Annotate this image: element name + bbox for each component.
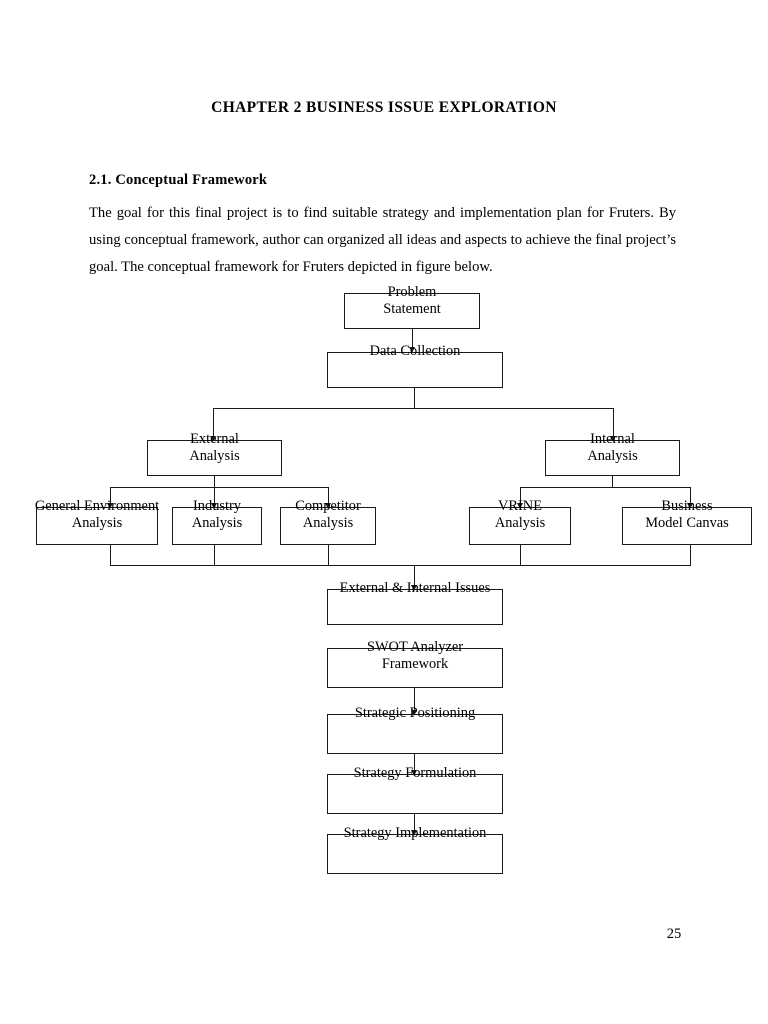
edge-formulation-to-implementation: [414, 814, 415, 834]
edge-problem-to-data: [412, 329, 413, 351]
node-vrine-line1: VRINE: [498, 498, 542, 514]
merge-bus: [110, 565, 691, 566]
edge-merge-to-issues: [414, 565, 415, 589]
arrowhead-strategic-positioning: [410, 710, 417, 716]
arrowhead-business-model-canvas: [686, 503, 693, 509]
node-business-model-canvas-line2: Model Canvas: [645, 515, 729, 531]
edge-positioning-to-formulation: [414, 754, 415, 774]
node-competitor-line2: Analysis: [302, 515, 354, 531]
arrowhead-industry: [210, 503, 217, 509]
arrowhead-general-environment: [106, 503, 113, 509]
arrowhead-data-collection: [408, 347, 415, 353]
node-competitor-line1: Competitor: [295, 498, 361, 514]
node-industry-line1: Industry: [193, 498, 241, 514]
node-vrine-line2: Analysis: [494, 515, 546, 531]
edge-to-vrine: [520, 487, 521, 507]
node-strategic-positioning-label: Strategic Positioning: [354, 705, 476, 721]
arrowhead-external-analysis: [209, 436, 216, 442]
node-internal-analysis-line2: Analysis: [587, 448, 638, 464]
body-paragraph: The goal for this final project is to fi…: [89, 205, 676, 275]
edge-swot-to-strategic-positioning: [414, 688, 415, 714]
section-heading: 2.1. Conceptual Framework: [89, 172, 268, 188]
node-external-analysis-line1: External: [190, 431, 239, 447]
edge-general-environment-to-merge: [110, 545, 111, 565]
edge-business-model-canvas-to-merge: [690, 545, 691, 565]
edge-external-to-subbus: [214, 476, 215, 487]
node-strategy-implementation-label: Strategy Implementation: [343, 825, 487, 841]
edge-split-to-internal: [613, 408, 614, 440]
edge-internal-to-subbus: [612, 476, 613, 487]
edge-to-competitor: [328, 487, 329, 507]
edge-split-to-external: [213, 408, 214, 440]
edge-vrine-to-merge: [520, 545, 521, 565]
node-data-collection: Data Collection: [327, 343, 503, 388]
edge-data-to-split: [414, 388, 415, 408]
page-number: 25: [666, 926, 682, 942]
node-general-environment-line1: General Environment: [34, 498, 160, 514]
node-data-collection-label: Data Collection: [369, 343, 461, 359]
node-swot-line2: Framework: [381, 656, 449, 672]
node-external-internal-issues-label: External & Internal Issues: [339, 580, 491, 596]
node-internal-analysis-line1: Internal: [590, 431, 635, 447]
edge-competitor-to-merge: [328, 545, 329, 565]
node-external-internal-issues: External & Internal Issues: [327, 580, 503, 625]
edge-industry-to-merge: [214, 545, 215, 565]
arrowhead-vrine: [516, 503, 523, 509]
edge-to-business-model-canvas: [690, 487, 691, 507]
edge-to-industry: [214, 487, 215, 507]
edge-to-general-environment: [110, 487, 111, 507]
arrowhead-external-internal-issues: [410, 585, 417, 591]
node-external-analysis-line2: Analysis: [189, 448, 240, 464]
arrowhead-strategy-implementation: [410, 830, 417, 836]
node-strategy-formulation-label: Strategy Formulation: [353, 765, 477, 781]
arrowhead-internal-analysis: [609, 436, 616, 442]
split-bus-internal: [520, 487, 691, 488]
chapter-title: CHAPTER 2 BUSINESS ISSUE EXPLORATION: [211, 99, 557, 116]
node-business-model-canvas-line1: Business: [661, 498, 713, 514]
node-general-environment-line2: Analysis: [71, 515, 123, 531]
node-industry-line2: Analysis: [191, 515, 243, 531]
split-bus-external: [110, 487, 329, 488]
node-problem-statement-line1: Problem: [387, 284, 437, 300]
node-strategic-positioning: Strategic Positioning: [327, 705, 503, 754]
node-strategy-implementation: Strategy Implementation: [327, 825, 503, 874]
node-swot-line1: SWOT Analyzer: [366, 639, 464, 655]
split-bus-level1: [213, 408, 614, 409]
arrowhead-strategy-formulation: [410, 770, 417, 776]
arrowhead-competitor: [324, 503, 331, 509]
node-strategy-formulation: Strategy Formulation: [327, 765, 503, 814]
node-problem-statement-line2: Statement: [383, 301, 441, 317]
